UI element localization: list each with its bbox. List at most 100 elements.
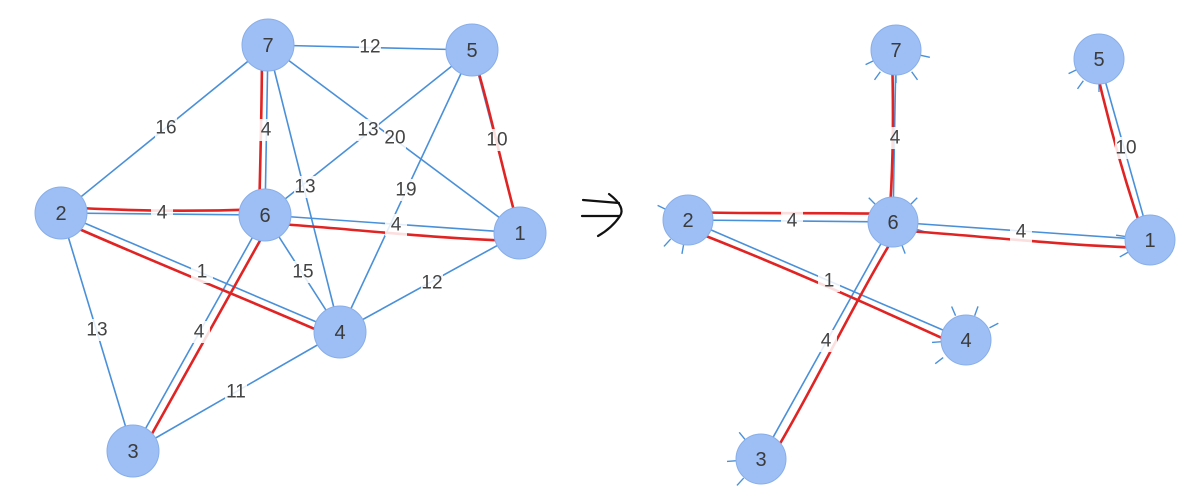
stub-6-3: [868, 197, 877, 206]
edge-weight-bg-7-5: [359, 36, 381, 58]
node-1: 1: [1124, 214, 1176, 266]
stub-2-2: [681, 243, 685, 255]
node-label-4: 4: [334, 322, 345, 344]
node-4: 4: [313, 305, 367, 359]
stub-4-1: [973, 306, 979, 317]
edge-weight-2-4: 1: [824, 271, 835, 292]
node-circle-7: [870, 24, 922, 76]
edge-weight-bg-6-1: [1010, 221, 1032, 243]
stub-2-1: [663, 238, 672, 247]
edge-weight-bg-7-2: [155, 117, 177, 139]
edge-weight-bg-2-6: [151, 202, 173, 224]
stub-4-0: [950, 306, 957, 316]
edge-weight-6-3: 4: [821, 331, 832, 352]
edge-weight-7-1: 20: [384, 128, 405, 149]
node-7: 7: [241, 18, 295, 72]
stub-4-4: [931, 341, 943, 344]
edge-weight-7-6: 4: [890, 128, 901, 149]
node-label-3: 3: [127, 441, 138, 463]
node-circle-4: [940, 314, 992, 366]
node-circle-2: [662, 194, 714, 246]
stub-7-1: [873, 71, 881, 81]
original-nodes: 7 5 2 6 1 4 3: [34, 18, 547, 478]
stub-1-0: [1119, 251, 1129, 258]
edge-weight-bg-7-6: [884, 127, 906, 149]
node-label-6: 6: [887, 212, 898, 234]
edge-weight-7-5: 12: [359, 37, 380, 58]
edge-weight-6-3: 4: [194, 322, 205, 343]
node-circle-1: [493, 206, 547, 260]
node-label-5: 5: [466, 40, 477, 62]
edge-weight-bg-7-1: [384, 127, 406, 149]
edge-weight-5-4: 19: [395, 180, 416, 201]
node-circle-5: [445, 23, 499, 77]
stub-3-2: [738, 431, 747, 441]
node-3: 3: [106, 424, 160, 478]
stub-3-1: [726, 460, 738, 463]
edge-weight-bg-5-6: [357, 119, 379, 141]
node-circle-3: [106, 424, 160, 478]
tree-edge-weights: 4 10 4 1 4 4: [781, 127, 1137, 352]
edge-weight-6-1: 4: [1016, 222, 1027, 243]
original-highlight-paths: [59, 43, 522, 459]
node-label-1: 1: [1144, 230, 1155, 252]
edge-weight-2-4: 1: [197, 262, 208, 283]
node-7: 7: [870, 24, 922, 76]
edge-weight-3-4: 11: [226, 382, 246, 403]
node-1: 1: [493, 206, 547, 260]
edge-weight-5-1: 10: [486, 130, 507, 151]
node-circle-3: [735, 433, 787, 485]
tree-nodes: 7 5 2 6 1 4 3: [662, 24, 1176, 485]
stub-5-1: [1076, 80, 1084, 90]
node-label-5: 5: [1093, 49, 1104, 71]
node-label-2: 2: [55, 203, 66, 225]
edge-weight-6-4: 15: [292, 262, 313, 283]
edge-weight-2-6: 4: [157, 203, 168, 224]
edge-weight-7-6: 4: [261, 120, 272, 141]
node-label-2: 2: [682, 210, 693, 232]
edge-weight-bg-6-3: [188, 321, 210, 343]
edge-weight-6-1: 4: [391, 215, 402, 236]
node-2: 2: [34, 186, 88, 240]
node-6: 6: [867, 196, 919, 248]
edge-weight-7-2: 16: [155, 118, 176, 139]
stub-6-0: [909, 197, 918, 206]
stub-1-1: [1115, 234, 1127, 238]
edge-weight-bg-2-4: [191, 261, 213, 283]
tree-edges: [687, 49, 1151, 460]
spanning-tree-graph: 4 10 4 1 4 4 7 5 2 6 1 4 3: [657, 24, 1176, 486]
edge-weight-bg-2-6: [781, 210, 803, 232]
edge-weight-bg-2-3: [86, 319, 108, 341]
edge-weight-7-4: 13: [294, 177, 315, 198]
edge-weight-2-6: 4: [787, 211, 798, 232]
stub-4-2: [989, 322, 999, 329]
node-5: 5: [1073, 33, 1125, 85]
edge-weight-5-6: 13: [357, 120, 378, 141]
stub-7-4: [919, 54, 931, 58]
edge-weight-bg-5-4: [395, 179, 417, 201]
stub-3-0: [736, 477, 745, 486]
node-circle-6: [238, 188, 292, 242]
edge-weight-2-3: 13: [86, 320, 107, 341]
stub-7-3: [911, 71, 919, 81]
stub-6-2: [900, 244, 906, 254]
node-6: 6: [238, 188, 292, 242]
edge-weight-bg-7-6: [255, 119, 277, 141]
node-circle-2: [34, 186, 88, 240]
node-2: 2: [662, 194, 714, 246]
stub-4-3: [934, 357, 944, 365]
node-circle-5: [1073, 33, 1125, 85]
node-3: 3: [735, 433, 787, 485]
node-circle-1: [1124, 214, 1176, 266]
edge-weight-bg-1-4: [421, 272, 443, 294]
edge-weight-5-1: 10: [1115, 138, 1136, 159]
node-label-3: 3: [755, 449, 766, 471]
node-label-6: 6: [259, 205, 270, 227]
edge-weight-1-4: 12: [421, 273, 442, 294]
node-5: 5: [445, 23, 499, 77]
hand-drawn-arrow-icon: [580, 192, 623, 238]
node-circle-7: [241, 18, 295, 72]
original-edges: [60, 44, 521, 452]
edge-weight-bg-5-1: [1115, 137, 1137, 159]
